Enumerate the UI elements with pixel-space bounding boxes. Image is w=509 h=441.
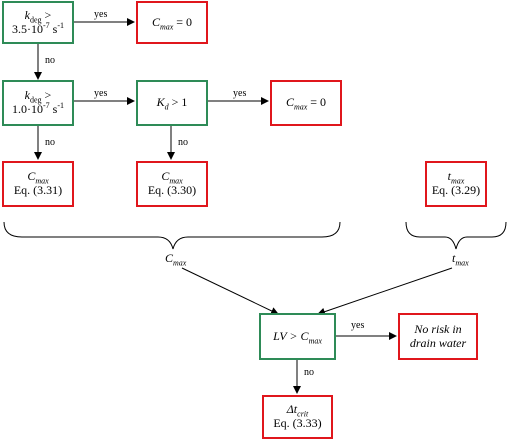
node-variable: Cmax: [27, 169, 49, 186]
edge-label-yes: yes: [94, 9, 108, 20]
decision-kdeg-1-0: kdeg > 1.0·10-7 s-1: [2, 80, 74, 126]
node-equation: Eq. (3.31): [13, 183, 63, 197]
node-variable: tmax: [447, 169, 465, 186]
edge-label-yes: yes: [94, 88, 108, 99]
arrow-tmax-to-lv: [317, 267, 453, 316]
edge-label-yes: yes: [233, 88, 247, 99]
brace-right: [405, 221, 507, 250]
result-dt-crit: Δtcrit Eq. (3.33): [262, 395, 333, 439]
node-equation: Eq. (3.30): [147, 183, 197, 197]
decision-kd: Kd > 1: [136, 80, 208, 126]
node-equation: Eq. (3.29): [431, 183, 481, 197]
edge-label-yes: yes: [351, 320, 365, 331]
result-tmax-eq329: tmax Eq. (3.29): [425, 161, 487, 207]
node-threshold: 1.0·10-7 s-1: [11, 101, 64, 116]
node-text: Cmax = 0: [151, 14, 193, 31]
edge-label-no: no: [45, 137, 55, 148]
node-text: Kd > 1: [156, 95, 188, 112]
result-cmax-eq330: Cmax Eq. (3.30): [136, 161, 208, 207]
node-condition: kdeg >: [24, 7, 52, 25]
node-line-1: No risk in: [414, 321, 462, 336]
decision-kdeg-3-5: kdeg > 3.5·10-7 s-1: [2, 1, 74, 44]
edge-label-no: no: [45, 55, 55, 66]
result-cmax-zero: Cmax = 0: [136, 1, 208, 44]
brace-left: [3, 221, 341, 250]
result-cmax-eq331: Cmax Eq. (3.31): [2, 161, 74, 207]
node-text: Cmax = 0: [285, 95, 327, 112]
result-no-risk: No risk in drain water: [398, 313, 478, 360]
edge-label-no: no: [178, 137, 188, 148]
result-cmax-zero: Cmax = 0: [270, 80, 342, 126]
edge-label-no: no: [304, 367, 314, 378]
arrow-cmax-to-lv: [181, 267, 279, 315]
brace-label-tmax: tmax: [452, 251, 469, 268]
node-line-2: drain water: [409, 335, 467, 350]
node-equation: Eq. (3.33): [273, 416, 322, 430]
node-variable: Cmax: [161, 169, 183, 186]
decision-lv: LV > Cmax: [259, 313, 336, 360]
node-variable: Δtcrit: [286, 402, 309, 419]
brace-label-cmax: Cmax: [165, 251, 187, 268]
node-text: LV > Cmax: [273, 328, 322, 345]
node-condition: kdeg >: [24, 88, 52, 105]
node-threshold: 3.5·10-7 s-1: [11, 20, 64, 36]
